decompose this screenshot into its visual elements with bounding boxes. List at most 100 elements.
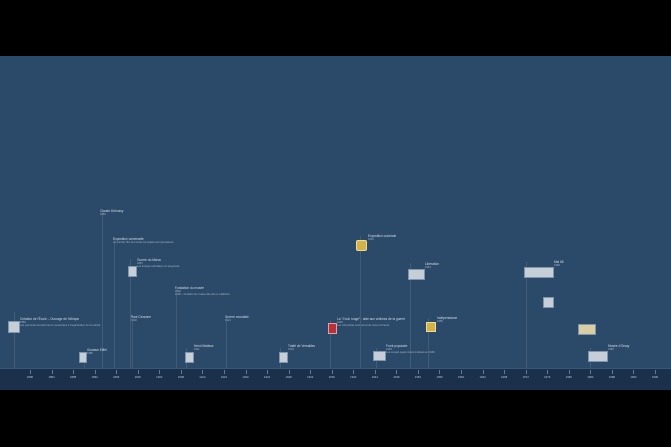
event-title: La "Croix rouge" : aide aux victimes de … bbox=[337, 317, 406, 321]
event-title: Musée d'Orsay bbox=[608, 344, 630, 348]
event-date: 1897 bbox=[137, 262, 143, 265]
axis-tick bbox=[202, 370, 204, 374]
axis-tick bbox=[547, 370, 549, 374]
axis-tick bbox=[568, 370, 570, 374]
event-card[interactable]: Claude Debussy 1890 bbox=[100, 209, 220, 216]
globe-icon bbox=[356, 240, 367, 251]
axis-tick-label: 1916 bbox=[220, 375, 228, 379]
event-date: 1906 bbox=[175, 290, 181, 293]
event-date: 1880 bbox=[20, 321, 26, 324]
event-description: Le premier film du monde fut projeté aux… bbox=[113, 241, 174, 244]
event-date: 1914 bbox=[225, 319, 231, 322]
axis-tick-label: 1948 bbox=[393, 375, 400, 379]
axis-tick bbox=[396, 370, 398, 374]
event-card[interactable]: Fondation du musée 1906 1906 – Création … bbox=[175, 286, 295, 296]
axis-tick bbox=[159, 370, 161, 374]
event-title: Paul Cézanne bbox=[131, 315, 152, 319]
event-date: 1886 bbox=[87, 352, 93, 355]
event-date: 1926 bbox=[337, 321, 343, 324]
axis-tick bbox=[504, 370, 506, 374]
axis-tick-label: 1908 bbox=[177, 375, 184, 379]
axis-tick bbox=[51, 370, 53, 374]
photo-icon bbox=[128, 266, 137, 277]
axis-tick-label: 1932 bbox=[307, 375, 314, 379]
axis-tick-label: 1904 bbox=[156, 375, 163, 379]
event-date: 1890 bbox=[100, 213, 106, 216]
timeline-canvas[interactable]: Création de l'École – Ouvrage de l'Afriq… bbox=[0, 56, 671, 390]
axis-tick-label: 1892 bbox=[91, 375, 98, 379]
timeline-connector bbox=[226, 316, 227, 368]
timeline-connector bbox=[330, 320, 331, 368]
event-date: 1968 bbox=[554, 264, 560, 267]
event-date: 1919 bbox=[288, 348, 294, 351]
event-title: Exposition universelle bbox=[113, 237, 144, 241]
axis-tick-label: 1988 bbox=[608, 375, 615, 379]
axis-tick-label: 1912 bbox=[199, 375, 206, 379]
timeline-connector bbox=[428, 318, 429, 368]
photo-icon bbox=[426, 322, 436, 332]
axis-tick bbox=[310, 370, 312, 374]
timeline-connector bbox=[14, 312, 15, 368]
axis-tick-label: 1880 bbox=[26, 375, 34, 379]
event-date: 1956 bbox=[437, 320, 443, 323]
axis-tick-label: 1976 bbox=[544, 375, 551, 379]
axis-tick bbox=[417, 370, 419, 374]
axis-tick-label: 1896 bbox=[113, 375, 120, 379]
axis-tick bbox=[353, 370, 355, 374]
axis-tick bbox=[461, 370, 463, 374]
axis-tick-label: 1980 bbox=[565, 375, 572, 379]
axis-tick-label: 1972 bbox=[522, 375, 529, 379]
photo-icon bbox=[543, 297, 554, 308]
axis-tick-label: 1964 bbox=[479, 375, 486, 379]
photo-icon bbox=[524, 267, 554, 278]
event-title: Mai 68 bbox=[554, 260, 564, 264]
axis-tick bbox=[180, 370, 182, 374]
photo-icon bbox=[408, 269, 425, 280]
event-card[interactable]: Exposition universelle Le premier film d… bbox=[113, 237, 233, 244]
axis-tick bbox=[611, 370, 613, 374]
axis-tick bbox=[137, 370, 139, 374]
axis-tick bbox=[73, 370, 75, 374]
event-date: 1911 bbox=[194, 348, 200, 351]
event-description: Les volontaires sont venus de toute la F… bbox=[337, 324, 390, 328]
timeline-connector bbox=[130, 259, 131, 368]
axis-tick-label: 1928 bbox=[285, 375, 292, 379]
event-card[interactable]: Paul Cézanne 1902 bbox=[131, 315, 251, 322]
timeline-connector bbox=[526, 262, 527, 368]
event-description: 1906 – Création du musée des arts et tra… bbox=[175, 293, 230, 297]
timeline-connector bbox=[410, 263, 411, 368]
event-card[interactable]: Guerre mondiale 1914 bbox=[225, 315, 345, 322]
axis-tick-label: 1920 bbox=[242, 375, 249, 379]
photo-icon bbox=[373, 351, 386, 361]
axis-tick bbox=[94, 370, 96, 374]
event-date: 1931 bbox=[368, 238, 374, 241]
axis-tick bbox=[655, 370, 656, 374]
event-title: Henri Matisse bbox=[194, 344, 214, 348]
event-description: Les troupes coloniales ont progressé bbox=[137, 265, 180, 269]
timeline-connector bbox=[114, 239, 115, 368]
event-title: Traité de Versailles bbox=[288, 344, 315, 348]
timeline-connector bbox=[132, 316, 133, 368]
event-date: 1944 bbox=[425, 266, 431, 269]
axis-tick bbox=[439, 370, 441, 374]
event-date: 1986 bbox=[608, 348, 614, 351]
photo-icon bbox=[578, 324, 596, 335]
axis-tick-label: 1936 bbox=[328, 375, 335, 379]
axis-tick-label: 1944 bbox=[371, 375, 378, 379]
axis-tick-label: 1984 bbox=[587, 375, 594, 379]
timeline-connector bbox=[102, 212, 103, 368]
event-title: Front populaire bbox=[386, 344, 408, 348]
axis-tick-label: 1884 bbox=[48, 375, 55, 379]
axis-tick-label: 1968 bbox=[501, 375, 508, 379]
event-title: Gustave Eiffel bbox=[87, 348, 107, 352]
axis-tick bbox=[116, 370, 118, 374]
photo-icon bbox=[588, 351, 608, 362]
axis-tick-label: 1996 bbox=[651, 375, 659, 379]
event-title: Exposition coloniale bbox=[368, 234, 397, 238]
axis-tick bbox=[633, 370, 635, 374]
event-description: Les congés payés furent institués en 193… bbox=[386, 351, 435, 355]
photo-icon bbox=[79, 352, 87, 363]
axis-tick bbox=[223, 370, 225, 374]
axis-tick bbox=[590, 370, 592, 374]
